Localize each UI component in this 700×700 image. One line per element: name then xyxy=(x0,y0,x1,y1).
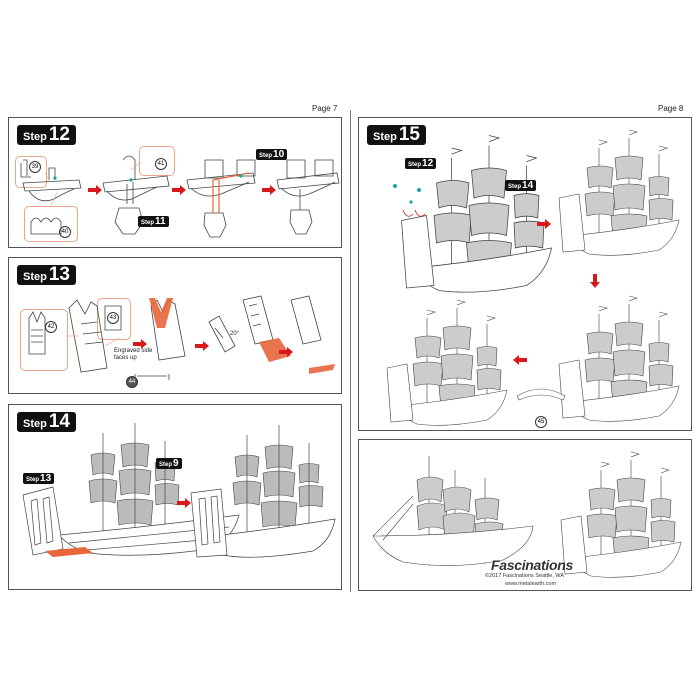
page-number-right: Page 8 xyxy=(658,104,684,113)
website-url: www.metalearth.com xyxy=(505,581,557,587)
fold-angle-label: 20° xyxy=(230,331,240,337)
page-divider xyxy=(350,110,351,592)
part-39-label: 39 xyxy=(29,161,41,173)
step-15-illustration xyxy=(386,129,680,426)
step-12-arrows xyxy=(88,185,276,195)
step-14-arrow xyxy=(177,498,191,508)
engraved-side-note: Engraved side faces up xyxy=(114,348,153,361)
finished-ship-illustrations xyxy=(372,451,682,578)
part-41-label: 41 xyxy=(155,158,167,170)
part-45-label: 45 xyxy=(535,416,547,428)
step-13-illustration xyxy=(28,295,335,380)
part-43-label: 43 xyxy=(107,312,119,324)
part-42-callout xyxy=(20,309,68,371)
fascinations-logo: Fascinations xyxy=(491,557,573,573)
step-15-arrows xyxy=(513,219,600,365)
part-40-label: 40 xyxy=(59,226,71,238)
copyright-text: ©2017 Fascinations Seattle, WA xyxy=(485,573,565,579)
step-13-arrows xyxy=(133,339,293,357)
part-42-label: 42 xyxy=(45,321,57,333)
page-number-left: Page 7 xyxy=(312,104,338,113)
step-14-illustration xyxy=(22,423,336,558)
step-12-illustration xyxy=(20,155,340,238)
final-model-panel: Fascinations ©2017 Fascinations Seattle,… xyxy=(358,439,692,591)
